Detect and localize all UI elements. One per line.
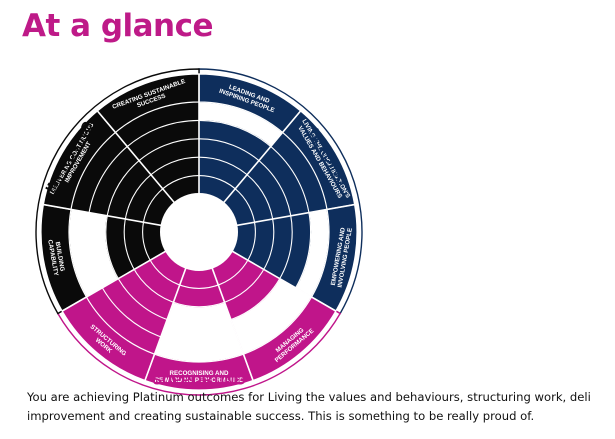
segment-fill-4 (211, 251, 280, 320)
spoke-7 (61, 250, 167, 312)
spoke-9 (96, 110, 176, 204)
segment-fill-5 (173, 267, 225, 307)
segment-fill-7 (105, 215, 167, 279)
spoke-4 (231, 250, 337, 312)
spoke-8 (43, 203, 162, 227)
segment-fill-6 (86, 251, 187, 355)
spoke-5 (211, 267, 254, 381)
wheel-hub (160, 193, 238, 271)
summary-line-1: You are achieving Platinum outcomes for … (27, 390, 591, 404)
segment-fill-9 (115, 102, 199, 203)
summary-line-2: improvement and creating sustainable suc… (27, 409, 535, 423)
spoke-2 (222, 110, 302, 204)
spoke-6 (144, 267, 187, 381)
group-label-supporting: SUPPORTING (153, 372, 246, 388)
page-title: At a glance (22, 8, 214, 44)
summary-text: You are achieving Platinum outcomes for … (27, 388, 615, 426)
spoke-3 (236, 203, 355, 227)
